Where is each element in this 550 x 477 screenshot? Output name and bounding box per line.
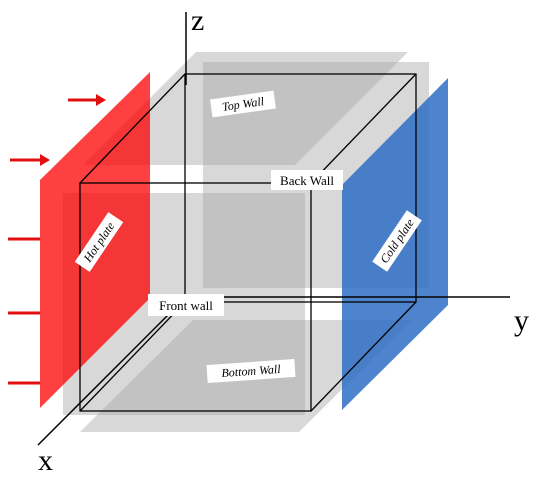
heat-arrows: [8, 94, 106, 385]
y-axis-label: y: [514, 304, 529, 337]
svg-text:Bottom Wall: Bottom Wall: [221, 362, 282, 380]
svg-text:Back Wall: Back Wall: [280, 173, 334, 188]
front-wall-label: Front wall: [148, 294, 224, 316]
top-wall-label: Top Wall: [210, 90, 276, 118]
z-axis-label: z: [191, 4, 204, 37]
arrow-icon: [10, 154, 50, 166]
arrow-icon: [68, 94, 106, 106]
cube-edges: [79, 73, 417, 412]
x-axis-label: x: [38, 444, 53, 477]
svg-text:Top Wall: Top Wall: [221, 94, 265, 114]
svg-text:Front wall: Front wall: [159, 298, 213, 313]
back-wall-label: Back Wall: [271, 170, 343, 190]
bottom-wall-label: Bottom Wall: [206, 358, 296, 384]
x-axis: [37, 296, 187, 446]
